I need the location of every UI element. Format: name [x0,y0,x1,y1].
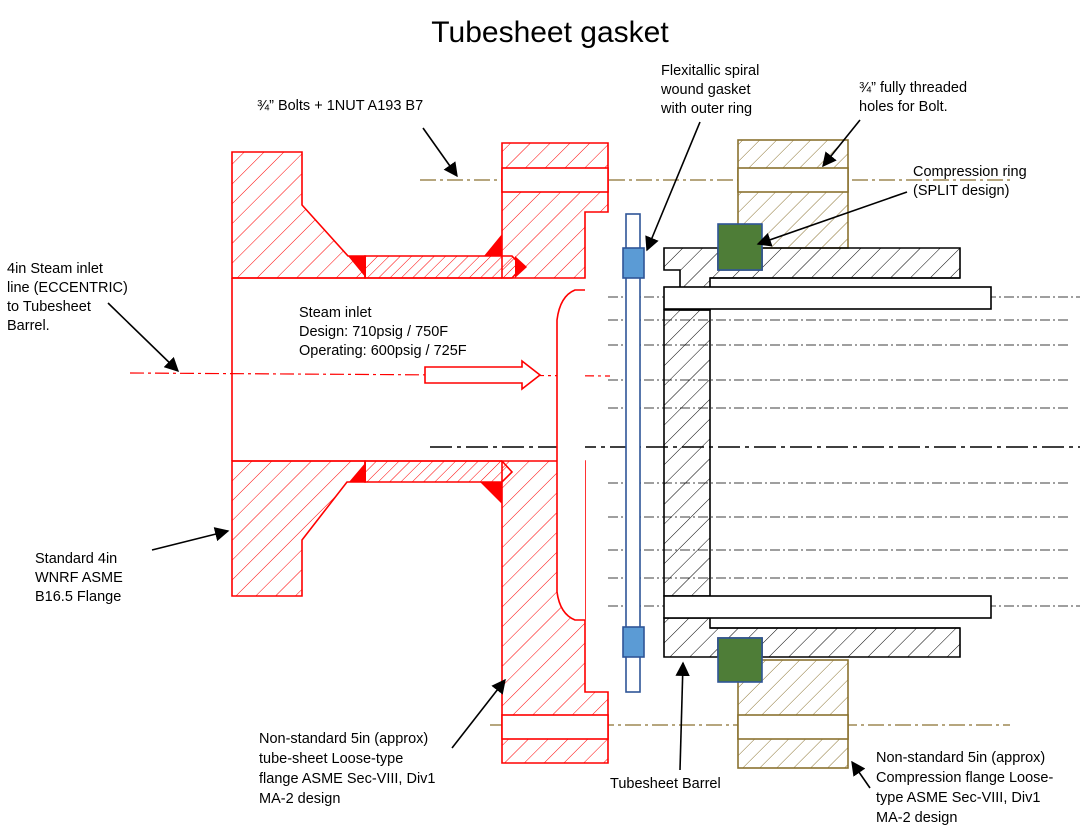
label-tubesheet-flange-line-3: flange ASME Sec-VIII, Div1 [259,771,436,787]
compression-ring-top [717,223,763,271]
label-tubesheet-flange-line-2: tube-sheet Loose-type [259,751,403,767]
tube-upper [663,286,992,310]
compression-ring [717,223,763,683]
steam-flow-arrow [424,359,542,391]
butt-weld-upper [364,255,524,279]
label-gasket-line-2: wound gasket [660,82,750,98]
tubesheet-flange-upper [501,142,609,279]
label-barrel: Tubesheet Barrel [610,776,721,792]
gasket-outer-ring [625,213,641,693]
fillet-welds [348,234,527,504]
label-threaded-holes-line-2: holes for Bolt. [859,99,948,115]
label-gasket-line-3: with outer ring [660,101,752,117]
butt-weld-lower [364,460,514,483]
tube-lower [663,595,992,619]
label-steam-inlet-line-1: Steam inlet [299,305,372,321]
label-compression-ring-line-1: Compression ring [913,164,1027,180]
barrel-lower-wall [663,617,961,658]
label-steam-line-3: to Tubesheet [7,299,91,315]
gasket-winding-top [622,247,645,279]
label-standard-flange-line-3: B16.5 Flange [35,589,121,605]
wnrf-flange-lower-section [231,460,366,597]
label-steam-line-4: Barrel. [7,318,50,334]
label-steam-line-1: 4in Steam inlet [7,261,103,277]
label-compression-flange-line-2: Compression flange Loose- [876,770,1053,786]
label-compression-flange-line-4: MA-2 design [876,810,957,826]
wnrf-flange-upper-section [231,151,366,279]
label-compression-flange-line-3: type ASME Sec-VIII, Div1 [876,790,1040,806]
leader-arrows [107,119,908,789]
labels: ¾” Bolts + 1NUT A193 B7 Flexitallic spir… [7,63,1053,826]
label-tubesheet-flange-line-4: MA-2 design [259,791,340,807]
label-threaded-holes-line-1: ¾” fully threaded [859,80,967,96]
compression-ring-bottom [717,637,763,683]
label-bolts: ¾” Bolts + 1NUT A193 B7 [257,98,423,114]
label-steam-line-2: line (ECCENTRIC) [7,280,128,296]
tubesheet-flange-bolt-hole-bottom [501,714,609,740]
compression-flange-bolt-hole-bottom [737,714,849,740]
tubesheet-barrel [663,247,992,658]
tubesheet-flange-bolt-hole-top [501,167,609,193]
label-gasket-line-1: Flexitallic spiral [661,63,759,79]
tubesheet-flange-raised-face [556,289,585,621]
diagram-title: Tubesheet gasket [431,16,669,49]
label-steam-inlet-line-3: Operating: 600psig / 725F [299,343,467,359]
label-compression-ring-line-2: (SPLIT design) [913,183,1009,199]
compression-flange-bolt-hole-top [737,167,849,193]
barrel-tubesheet-plate [663,309,711,597]
label-standard-flange-line-1: Standard 4in [35,551,117,567]
label-standard-flange-line-2: WNRF ASME [35,570,123,586]
label-tubesheet-flange-line-1: Non-standard 5in (approx) [259,731,428,747]
label-compression-flange-line-1: Non-standard 5in (approx) [876,750,1045,766]
spiral-wound-gasket [622,213,645,693]
gasket-winding-bottom [622,626,645,658]
label-steam-inlet-line-2: Design: 710psig / 750F [299,324,448,340]
tubesheet-loose-flange [501,142,609,764]
